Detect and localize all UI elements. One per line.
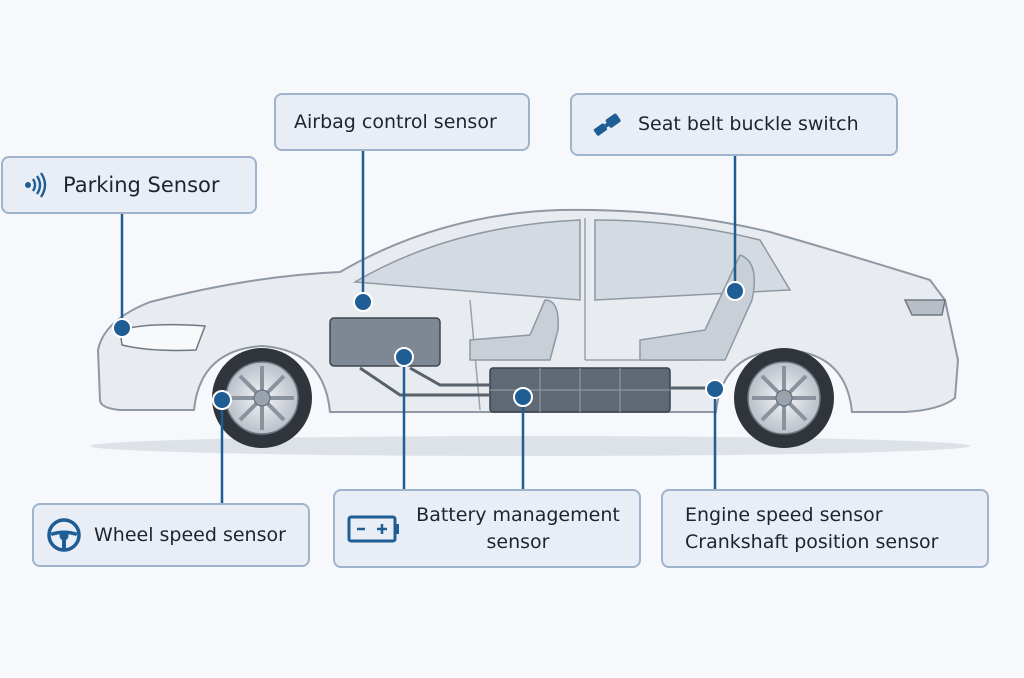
engine-speed-sensor-label: Engine speed sensor Crankshaft position … — [661, 489, 989, 568]
battery-management-line1: Battery management — [416, 503, 620, 526]
sensor-dot-wheel — [212, 390, 232, 410]
sensor-dot-battery-1 — [394, 347, 414, 367]
battery-management-line2: sensor — [486, 530, 550, 553]
car-windows — [352, 219, 792, 301]
seat-belt-buckle-text: Seat belt buckle switch — [638, 113, 859, 135]
airbag-control-sensor-label: Airbag control sensor — [274, 93, 530, 151]
wheel-speed-sensor-text: Wheel speed sensor — [94, 523, 286, 546]
car-shadow — [90, 436, 970, 456]
taillight — [903, 299, 946, 316]
seat-belt-buckle-icon — [592, 110, 622, 140]
sensor-dot-parking — [112, 318, 132, 338]
battery-management-text-block: Battery management sensor — [409, 502, 639, 556]
engine-speed-line1: Engine speed sensor — [685, 503, 883, 526]
sensor-points — [112, 281, 745, 410]
headlight — [119, 323, 207, 352]
sensor-dot-seatbelt — [725, 281, 745, 301]
engine-block — [329, 317, 441, 367]
steering-wheel-icon — [46, 517, 82, 553]
wheel-speed-sensor-label: Wheel speed sensor — [32, 503, 310, 567]
parking-sensor-label: Parking Sensor — [1, 156, 257, 214]
engine-speed-text-block: Engine speed sensor Crankshaft position … — [685, 502, 938, 556]
rear-wheel-hub — [775, 389, 793, 407]
front-wheel-hub — [253, 389, 271, 407]
sensor-dot-airbag — [353, 292, 373, 312]
sensor-dot-engine — [705, 379, 725, 399]
parking-sensor-waves-icon — [21, 172, 47, 198]
battery-cells — [490, 368, 670, 412]
leader-lines — [120, 150, 737, 503]
seat-belt-buckle-label: Seat belt buckle switch — [570, 93, 898, 156]
sensor-dot-battery-2 — [513, 387, 533, 407]
battery-management-sensor-label: Battery management sensor — [333, 489, 641, 568]
airbag-control-sensor-text: Airbag control sensor — [294, 110, 497, 133]
rear-seat — [639, 254, 755, 361]
front-seat — [469, 299, 559, 361]
parking-sensor-text: Parking Sensor — [63, 172, 220, 197]
battery-icon — [347, 514, 401, 544]
engine-speed-line2: Crankshaft position sensor — [685, 530, 939, 553]
